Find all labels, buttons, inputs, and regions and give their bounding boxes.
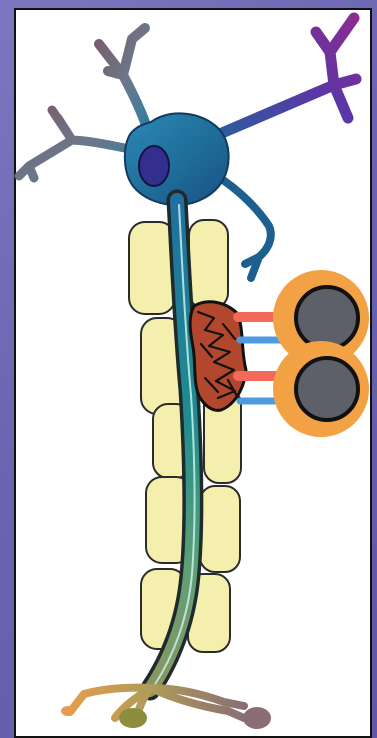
dendrite-top-right (215, 18, 356, 136)
myelin-segment-right-1 (189, 220, 228, 308)
dendrite-left (19, 110, 130, 178)
myelin-segment-right-3 (200, 486, 240, 572)
axon-terminal-bulb-right (243, 707, 271, 729)
immune-cell-2-nucleus (296, 358, 358, 420)
immune-cells (238, 270, 369, 437)
myelin-segment-left-1 (129, 222, 175, 314)
axon-terminal-bulb-far-left (61, 706, 75, 716)
immune-cell-1-nucleus (296, 287, 358, 349)
axon-terminals (61, 688, 271, 729)
dendrite-top-left (99, 28, 148, 131)
nucleus (139, 146, 169, 186)
axon-terminal-bulb-left (119, 708, 147, 728)
axon-terminal-branches (70, 688, 244, 722)
